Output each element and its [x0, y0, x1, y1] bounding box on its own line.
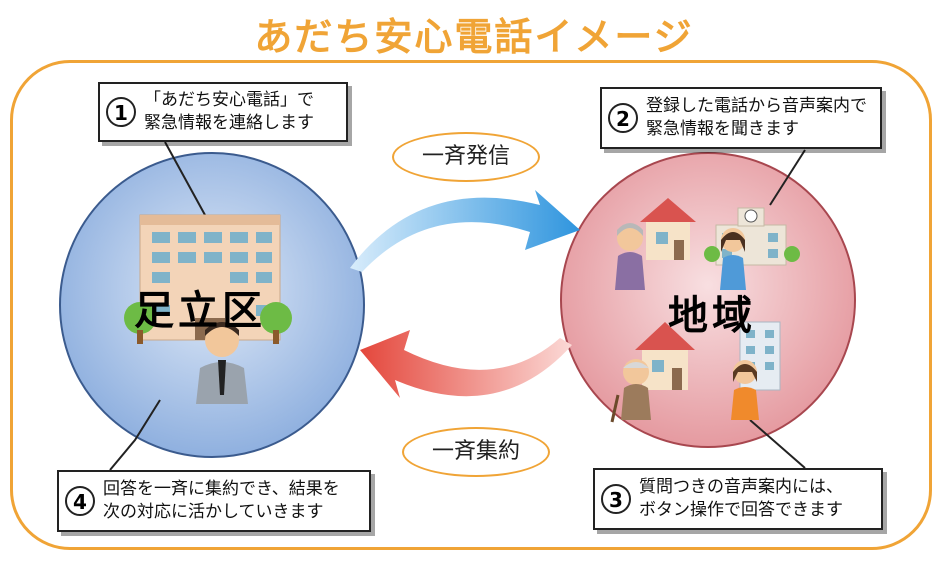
step-3-number: 3 [601, 484, 631, 514]
adachi-ward-label: 足立区 [134, 288, 266, 334]
worker-woman-icon [731, 360, 759, 420]
step-2-line-1: 登録した電話から音声案内で [646, 96, 867, 116]
send-arrow [350, 190, 580, 272]
step-3-line-1: 質問つきの音声案内には、 [639, 477, 843, 497]
diagram-title: あだち安心電話イメージ [254, 15, 694, 59]
community-label: 地域 [668, 293, 756, 339]
collect-arrow [360, 330, 572, 398]
step-3-box: 3 質問つきの音声案内には、 ボタン操作で回答できます [593, 468, 883, 530]
elderly-man-icon [610, 359, 651, 423]
step-1-line-1: 「あだち安心電話」で [144, 90, 314, 110]
send-label-bubble: 一斉発信 [392, 132, 540, 182]
step-3-line-2: ボタン操作で回答できます [639, 500, 843, 520]
leader-line-4 [109, 399, 161, 471]
step-4-line-1: 回答を一斉に集約でき、結果を [103, 479, 340, 499]
step-4-number: 4 [65, 486, 95, 516]
house-icon [640, 198, 696, 260]
leader-line-2 [769, 149, 806, 206]
woman-icon [720, 228, 746, 290]
tree-icon [124, 302, 292, 344]
elderly-woman-icon [615, 223, 645, 290]
step-2-number: 2 [608, 103, 638, 133]
businessman-icon [196, 322, 248, 404]
step-1-number: 1 [106, 97, 136, 127]
collect-label: 一斉集約 [431, 439, 520, 464]
send-label: 一斉発信 [421, 144, 510, 169]
ward-office-building-icon [139, 214, 281, 341]
leader-line-1 [164, 141, 206, 216]
collect-label-bubble: 一斉集約 [402, 427, 550, 477]
leader-line-3 [749, 419, 806, 469]
step-4-line-2: 次の対応に活かしていきます [103, 502, 324, 522]
step-2-line-2: 緊急情報を聞きます [646, 119, 799, 139]
step-1-box: 1 「あだち安心電話」で 緊急情報を連絡します [98, 82, 348, 142]
house-icon-2 [635, 322, 695, 390]
step-2-box: 2 登録した電話から音声案内で 緊急情報を聞きます [600, 87, 882, 149]
step-1-line-2: 緊急情報を連絡します [144, 113, 314, 133]
step-4-box: 4 回答を一斉に集約でき、結果を 次の対応に活かしていきます [57, 470, 371, 532]
diagram-frame [10, 60, 932, 550]
